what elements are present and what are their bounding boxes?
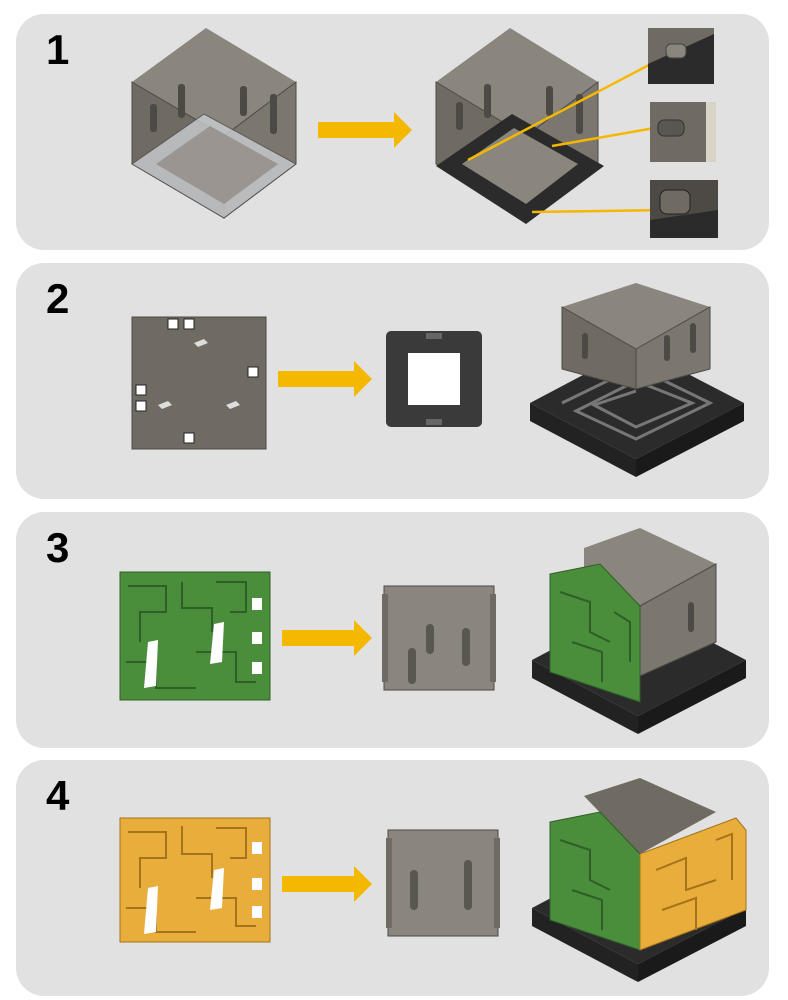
cube-with-dark-base [435,28,604,224]
cube-with-clear-base [131,28,297,219]
step-number: 4 [46,772,70,819]
arrow-right [282,620,372,656]
step-4-illustration [119,778,747,982]
callout-lines [467,54,667,214]
step-number: 3 [46,524,70,571]
step-3-illustration [119,528,746,734]
box-on-maze-base [530,283,744,477]
step-1-panel: 1 [16,14,769,250]
gray-wall-panel [382,585,496,691]
step-2-panel: 2 [16,263,769,499]
flat-wall-plate [131,316,267,450]
step-3-panel: 3 [16,512,769,748]
detail-closeup-3 [650,180,718,238]
step-number: 1 [46,26,70,73]
green-maze-panel [119,571,271,701]
step-number: 2 [46,275,70,322]
step-2-illustration [131,283,744,477]
arrow-right [278,361,372,397]
arrow-right [318,112,412,148]
detail-closeup-2 [650,102,716,162]
step-1-illustration [131,28,718,238]
step-4-panel: 4 [16,760,769,996]
detail-closeup-1 [648,28,714,84]
arrow-right [282,866,372,902]
square-frame [386,331,482,427]
orange-maze-panel [119,817,271,943]
gray-wall-panel [386,829,500,937]
box-with-green-wall [532,528,746,734]
box-with-green-and-orange-walls [532,778,747,982]
